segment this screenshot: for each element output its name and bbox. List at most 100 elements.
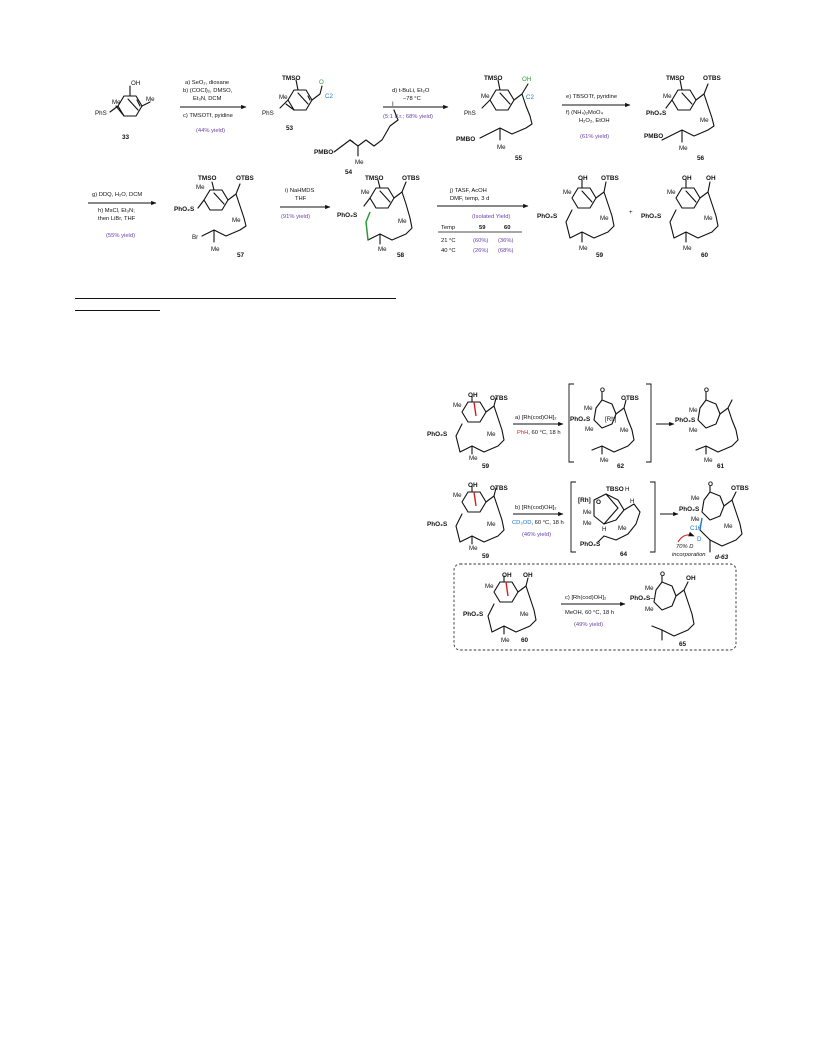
condition-text: g) DDQ, H₂O, DCM <box>92 192 142 198</box>
oh-label: OH <box>502 572 512 579</box>
aldehyde-o-label: O <box>319 79 324 86</box>
me-label: Me <box>469 455 478 462</box>
plus-sign: + <box>629 209 633 216</box>
intermediate-62: O OTBS Me PhO₂S [Rh] Me Me Me 62 <box>568 383 652 470</box>
incorporation-text: 70% D <box>676 544 693 550</box>
compound-number: 64 <box>620 551 628 558</box>
me-label: Me <box>618 525 627 532</box>
me-label: Me <box>691 516 700 523</box>
compound-number: 61 <box>717 463 725 470</box>
compound-number: 55 <box>515 155 523 162</box>
table-cell: 21 °C <box>441 238 456 244</box>
table-cell: (68%) <box>498 248 514 254</box>
ketone-o-label: O <box>596 499 601 506</box>
yield-text: (46% yield) <box>522 532 551 538</box>
solvent-text: CD₃OD <box>512 520 531 526</box>
section-rule-short <box>75 310 160 311</box>
phs-label: PhS <box>464 110 476 117</box>
pho2s-label: PhO₂S <box>463 611 484 618</box>
reaction-arrow-3: e) TBSOTf, pyridine f) (NH₄)₂MoO₄ H₂O₂, … <box>562 94 631 140</box>
compound-54: I PMBO Me 54 <box>314 101 399 176</box>
compound-number: 53 <box>286 125 294 132</box>
reaction-arrow-a: a) [Rh(cod)OH]₂ PhH, 60 °C, 18 h <box>513 415 564 436</box>
yield-table: (Isolated Yield) Temp 59 60 21 °C (60%) … <box>438 214 522 254</box>
reaction-arrow-2: d) t-BuLi, Et₂O –78 °C (5:1 d.r.; 68% yi… <box>383 88 449 120</box>
compound-number: 59 <box>482 463 490 470</box>
me-label: Me <box>497 144 506 151</box>
pho2s-label: PhO₂S <box>580 541 601 548</box>
pho2s-label: PhO₂S <box>427 431 448 438</box>
yield-text: (49% yield) <box>574 622 603 628</box>
ketone-o-label: O <box>660 571 665 578</box>
pho2s-label: PhO₂S– <box>630 595 654 602</box>
table-header: 59 <box>479 225 486 231</box>
me-label: Me <box>683 245 692 252</box>
me-label: Me <box>563 189 572 196</box>
me-label: Me <box>689 407 698 414</box>
br-label: Br <box>192 234 198 241</box>
rh-label: [Rh] <box>578 497 591 504</box>
me-label: Me <box>700 117 709 124</box>
compound-53: TMSO O C2 Me PhS 53 <box>262 75 333 132</box>
compound-number: 58 <box>397 252 405 259</box>
oh-label: OH <box>706 175 716 182</box>
compound-55: TMSO OH C2 Me PhS PMBO Me 55 <box>456 75 534 162</box>
condition-text: j) TASF, AcOH <box>449 188 487 194</box>
pho2s-label: PhO₂S <box>675 417 696 424</box>
conditions-detail: , 60 °C, 18 h <box>528 430 560 436</box>
tmso-label: TMSO <box>484 75 502 82</box>
ketone-o-label: O <box>600 387 605 394</box>
yield-text: (55% yield) <box>106 233 135 239</box>
pmbo-label: PMBO <box>314 149 333 156</box>
reaction-arrow-6: j) TASF, AcOH DMF, temp, 3 d <box>437 188 529 209</box>
tmso-label: TMSO <box>365 175 383 182</box>
h-label: H <box>625 486 629 493</box>
yield-text: (91% yield) <box>281 214 310 220</box>
reaction-arrow-c: c) [Rh(cod)OH]₂ MeOH, 60 °C, 18 h (49% y… <box>561 595 626 628</box>
condition-text: b) (COCl)₂, DMSO, <box>183 88 233 94</box>
deuterium-label: D <box>697 536 702 543</box>
pmbo-label: PMBO <box>456 136 475 143</box>
h-label: H <box>602 526 606 533</box>
conditions-detail: , 60 °C, 18 h <box>531 520 563 526</box>
me-label: Me <box>724 523 733 530</box>
table-cell: (36%) <box>498 238 514 244</box>
ketone-o-label: O <box>708 481 713 488</box>
condition-text: c) TMSOTf, pyidine <box>183 113 233 119</box>
tbso-label: TBSO <box>606 486 624 493</box>
otbs-label: OTBS <box>490 395 508 402</box>
condition-text: a) SeO₂, dioxane <box>185 80 229 86</box>
condition-text: then LiBr, THF <box>98 216 136 222</box>
compound-59-rxn-a: OH OTBS Me PhO₂S Me Me 59 <box>427 392 508 470</box>
compound-d-63: O OTBS Me PhO₂S Me C16 D Me 70% D incorp… <box>672 481 749 561</box>
otbs-label: OTBS <box>490 485 508 492</box>
oh-label: OH <box>468 392 478 399</box>
me-label: Me <box>583 509 592 516</box>
me-label: Me <box>469 545 478 552</box>
me-label: Me <box>501 637 510 644</box>
me-label: Me <box>361 189 370 196</box>
table-header: Temp <box>441 225 455 231</box>
tmso-label: TMSO <box>282 75 300 82</box>
condition-text: DMF, temp, 3 d <box>450 196 489 202</box>
me-label: Me <box>487 431 496 438</box>
compound-57: TMSO OTBS Me PhO₂S Me Br Me 57 <box>174 175 254 259</box>
phs-label: PhS <box>95 110 107 117</box>
oh-label: OH <box>468 482 478 489</box>
yield-text: (5:1 d.r.; 68% yield) <box>383 114 433 120</box>
me-label: Me <box>398 218 407 225</box>
otbs-label: OTBS <box>621 395 639 402</box>
me-label: Me <box>620 427 629 434</box>
me-label: Me <box>667 189 676 196</box>
table-caption: (Isolated Yield) <box>472 214 510 220</box>
compound-33: OH Me Me PhS 33 <box>95 80 155 141</box>
yield-text: (44% yield) <box>196 128 225 134</box>
table-cell: (26%) <box>473 248 489 254</box>
me-label: Me <box>378 246 387 253</box>
tmso-label: TMSO <box>666 75 684 82</box>
me-label: Me <box>520 611 529 618</box>
table-cell: 40 °C <box>441 248 456 254</box>
condition-text: i) NaHMDS <box>285 188 314 194</box>
reagent-text: a) [Rh(cod)OH]₂ <box>515 415 557 421</box>
